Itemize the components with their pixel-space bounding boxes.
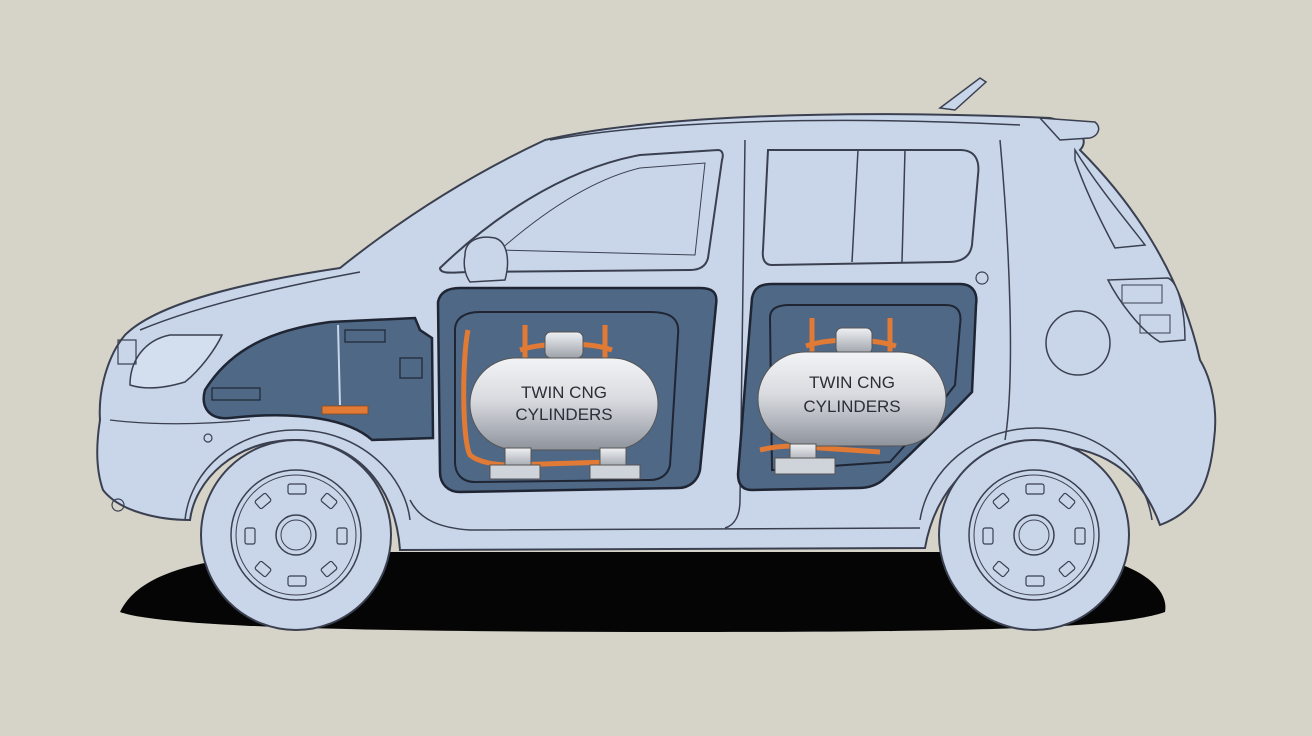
grille — [117, 339, 137, 365]
roof-antenna — [938, 77, 988, 111]
engine-bay-cutaway — [202, 316, 435, 442]
door-handle-rear — [975, 271, 989, 285]
rear-cylinder-body — [757, 351, 947, 447]
engine-label-plate — [211, 387, 261, 401]
front-cylinder-label-line1: TWIN CNG — [521, 383, 607, 402]
front-wheel-arch — [184, 429, 411, 521]
rear-wheel-arch — [919, 427, 1153, 521]
tail-light — [1106, 277, 1186, 343]
rear-quarter-glass — [1074, 147, 1147, 249]
rear-cylinder-label-line2: CYLINDERS — [803, 397, 900, 416]
front-cylinder-body — [469, 357, 659, 451]
engine-pipe — [321, 405, 369, 415]
front-wheel — [200, 439, 392, 631]
rear-window — [761, 149, 980, 267]
rear-cylinder-cap — [835, 327, 873, 355]
fuel-cap — [1045, 310, 1111, 376]
headlight — [129, 334, 224, 389]
front-cylinder-cap — [544, 331, 584, 359]
front-cylinder-label-line2: CYLINDERS — [515, 405, 612, 424]
rear-cylinder-label-line1: TWIN CNG — [809, 373, 895, 392]
rear-spoiler — [1038, 117, 1100, 141]
side-mirror — [463, 236, 509, 283]
rear-wheel — [938, 439, 1130, 631]
